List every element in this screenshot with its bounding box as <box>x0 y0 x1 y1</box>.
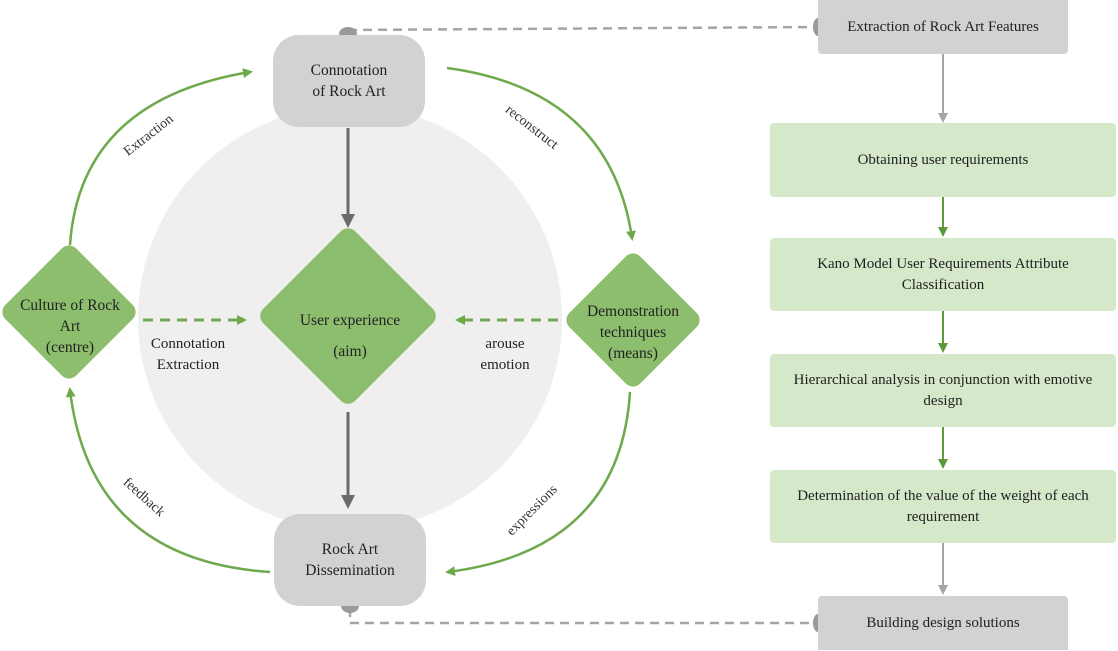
flow-step-weight-determination: Determination of the value of the weight… <box>770 470 1116 543</box>
culture-line3: (centre) <box>45 338 95 356</box>
diamond-demonstration <box>566 253 700 387</box>
node-connotation-line2: of Rock Art <box>312 83 386 100</box>
arc-reconstruct <box>446 66 636 241</box>
arc-extraction <box>68 68 253 246</box>
demonstration-line2: techniques <box>599 323 667 341</box>
node-connotation-line1: Connotation <box>310 62 388 79</box>
flow-step-extraction-features: Extraction of Rock Art Features <box>818 0 1068 54</box>
user-experience-line1: User experience <box>299 312 401 329</box>
arc-expressions <box>445 391 632 577</box>
diamond-culture <box>2 245 136 379</box>
label-connotation-extraction-line2: Extraction <box>156 357 220 373</box>
label-arouse-line2: emotion <box>480 357 530 373</box>
flow-step-user-requirements: Obtaining user requirements <box>770 123 1116 197</box>
user-experience-line2: (aim) <box>333 343 367 360</box>
flow-step-building-solutions: Building design solutions <box>818 596 1068 650</box>
label-arouse-line1: arouse <box>485 336 525 352</box>
node-rock-art-dissemination: Rock Art Dissemination <box>274 514 426 606</box>
connector-top-dashed <box>347 25 819 32</box>
arc-feedback <box>65 387 271 574</box>
label-connotation-extraction: Connotation Extraction <box>138 334 238 376</box>
diamond-user-experience-label: User experience (aim) <box>270 306 430 366</box>
flow-step-hierarchical-analysis: Hierarchical analysis in conjunction wit… <box>770 354 1116 427</box>
node-dissemination-line2: Dissemination <box>305 562 395 579</box>
demonstration-line3: (means) <box>608 344 658 362</box>
culture-line1: Culture of Rock <box>20 296 120 314</box>
label-connotation-extraction-line1: Connotation <box>150 336 226 352</box>
diamond-user-experience <box>260 228 436 404</box>
diamond-culture-label: Culture of Rock Art (centre) <box>0 290 140 362</box>
node-connotation-of-rock-art: Connotation of Rock Art <box>273 35 425 127</box>
node-dissemination-line1: Rock Art <box>321 541 379 558</box>
diamond-demonstration-label: Demonstration techniques (means) <box>563 296 703 368</box>
culture-line2: Art <box>59 317 81 335</box>
flow-step-kano-model: Kano Model User Requirements Attribute C… <box>770 238 1116 311</box>
demonstration-line1: Demonstration <box>586 302 680 320</box>
connector-bottom-dashed <box>348 608 818 625</box>
label-arouse-emotion: arouse emotion <box>460 334 550 376</box>
